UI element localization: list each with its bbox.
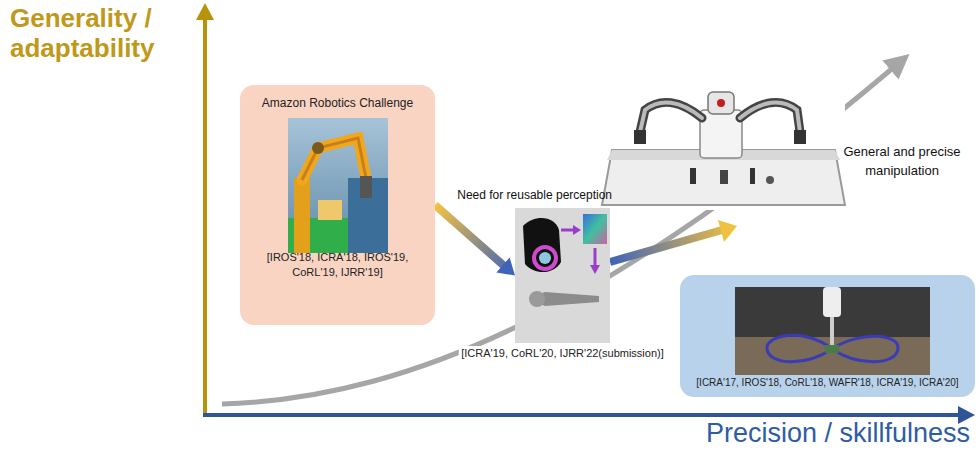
y-axis-head [196,3,214,20]
axis-label: Precision / skillfulness [560,418,970,449]
progress-arrow-head [718,220,737,242]
citation-text: [IROS'18, ICRA'18, IROS'19, CoRL'19, IJR… [240,250,435,280]
gradient-arrow [435,205,515,276]
citation-text: [ICRA'19, CoRL'20, IJRR'22(submission)] [458,346,667,360]
arrow-head [496,257,515,275]
perception-figure [515,208,610,326]
wire-manipulation-photo [735,287,930,375]
x-axis [203,413,960,417]
warehouse-photo [288,118,388,253]
y-axis [203,18,207,416]
connector-line [435,205,504,266]
box-heading: Need for reusable perception [457,188,612,202]
box-heading: Amazon Robotics Challenge [262,85,413,110]
axis-label: Generality / adaptability [10,4,200,64]
perception-box: Need for reusable perception[ICRA'19, Co… [515,208,610,343]
citation-text: [ICRA'17, IROS'18, CoRL'18, WAFR'18, ICR… [692,377,962,388]
robot-illustration [600,86,845,210]
challenge-box: Amazon Robotics Challenge [IROS'18, ICRA'… [240,85,435,325]
goal-label: General and precise manipulation [832,143,972,181]
progress-arrow [610,230,722,262]
skill-box: [ICRA'17, IROS'18, CoRL'18, WAFR'18, ICR… [680,275,975,397]
